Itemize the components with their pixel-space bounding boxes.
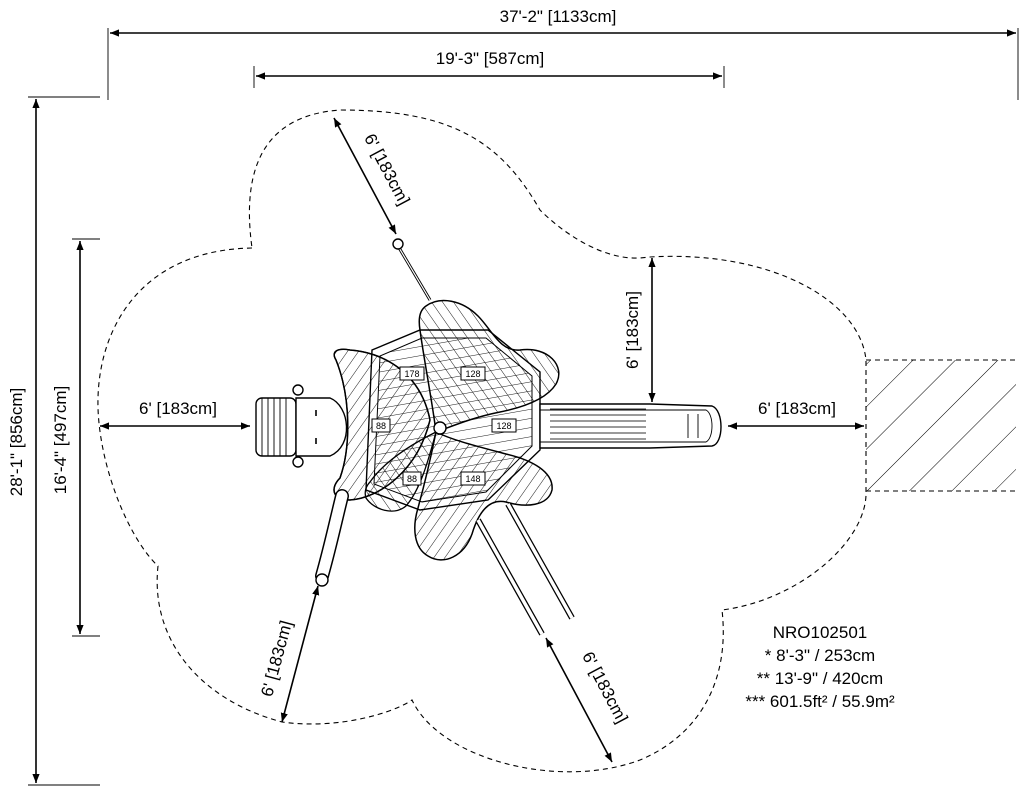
clearance-bottom-left: 6' [183cm] xyxy=(257,585,320,723)
overall-depth-label: 28'-1" [856cm] xyxy=(7,388,26,497)
clearance-bottom-right: 6' [183cm] xyxy=(545,637,632,763)
dimension-structure-width: 19'-3" [587cm] xyxy=(253,48,725,88)
svg-text:88: 88 xyxy=(407,474,417,484)
svg-text:88: 88 xyxy=(376,421,386,431)
clearance-top: 6' [183cm] xyxy=(333,117,414,235)
center-post xyxy=(433,421,447,435)
ladder-left xyxy=(255,384,304,468)
model-number: NRO102501 xyxy=(773,623,868,642)
entry-platform xyxy=(295,397,348,457)
overall-width-label: 37'-2" [1133cm] xyxy=(500,7,617,26)
clearance-top-right: 6' [183cm] xyxy=(623,258,656,402)
structure-depth-label: 16'-4" [497cm] xyxy=(51,386,70,495)
deck-tag: 128 xyxy=(460,366,486,381)
structure-width-label: 19'-3" [587cm] xyxy=(436,49,545,68)
clearance-left: 6' [183cm] xyxy=(100,398,250,430)
roof-bottom xyxy=(414,430,553,561)
play-structure: 178 128 88 128 88 148 xyxy=(255,238,722,636)
diagonal-poles xyxy=(475,502,575,636)
overall-height-note: ** 13'-9" / 420cm xyxy=(757,669,883,688)
deck-tag: 128 xyxy=(491,418,517,433)
roof-lower-left xyxy=(364,430,437,512)
deck-tag: 178 xyxy=(399,366,425,381)
dimension-structure-depth: 16'-4" [497cm] xyxy=(51,238,100,637)
info-block: NRO102501 * 8'-3" / 253cm ** 13'-9" / 42… xyxy=(745,623,895,711)
clearance-bottom-left-label: 6' [183cm] xyxy=(257,618,296,698)
clearance-top-label: 6' [183cm] xyxy=(360,131,413,209)
fall-height-note: * 8'-3" / 253cm xyxy=(765,646,875,665)
clearance-right: 6' [183cm] xyxy=(728,398,864,430)
clearance-left-label: 6' [183cm] xyxy=(139,399,217,418)
svg-text:148: 148 xyxy=(465,474,480,484)
slide-right xyxy=(539,403,722,449)
use-zone-boundary xyxy=(97,109,867,773)
dimension-overall-width: 37'-2" [1133cm] xyxy=(107,6,1019,100)
roof-top xyxy=(418,299,560,434)
dimension-overall-depth: 28'-1" [856cm] xyxy=(7,96,100,786)
clearance-top-right-label: 6' [183cm] xyxy=(623,291,642,369)
deck-tag: 88 xyxy=(371,418,391,433)
svg-text:128: 128 xyxy=(496,421,511,431)
use-zone-area-note: *** 601.5ft² / 55.9m² xyxy=(745,692,895,711)
curved-rail-left xyxy=(315,489,349,587)
svg-text:178: 178 xyxy=(404,369,419,379)
svg-text:128: 128 xyxy=(465,369,480,379)
deck-tag: 88 xyxy=(402,471,422,486)
clearance-right-label: 6' [183cm] xyxy=(758,399,836,418)
deck-tag: 148 xyxy=(460,471,486,486)
rope-climber-top xyxy=(392,238,432,301)
hatched-adjacent-area xyxy=(866,359,1016,492)
